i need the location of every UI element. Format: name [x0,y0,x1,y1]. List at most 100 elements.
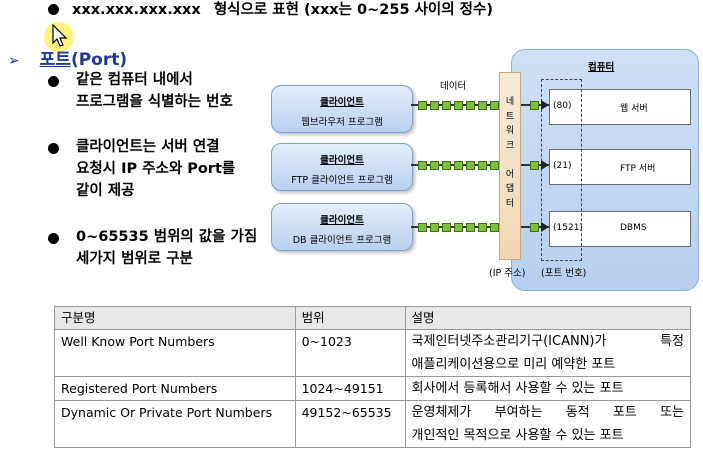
port-range-table: 구분명 범위 설명 Well Know Port Numbers 0~1023 … [54,306,692,448]
bullet-line: 0~65535 범위의 값을 가짐 [76,229,258,245]
port-description: 국제인터넷주소관리기구(ICANN)가 특정 애플리케이션용으로 미리 예약한 … [404,329,692,377]
adapter-char: 네 [505,97,515,107]
port-range: 0~1023 [294,329,406,377]
port-class-name: Registered Port Numbers [54,376,296,401]
port-range: 1024~49151 [294,376,406,401]
bullet-line: 세가지 범위로 구분 [76,251,193,267]
adapter-char: 크 [505,140,515,151]
server-dbms: (1521) DBMS [549,211,691,247]
client-box-web: 클라이언트 웹브라우저 프로그램 [271,85,413,133]
packet-icon [466,223,475,232]
server-name: DBMS [620,223,647,233]
packet-icon [430,101,439,110]
adapter-char: 댑 [505,184,515,194]
packet-icon [454,161,463,170]
packet-icon [490,101,499,110]
desc-line: 애플리케이션용으로 미리 예약한 포트 [411,357,616,372]
bullet-1: 같은 컴퓨터 내에서 프로그램을 식별하는 번호 [76,69,233,113]
packet-icon [418,223,427,232]
network-adapter: 네 트 워 크 어 댑 터 [499,72,521,260]
bullet-dot [48,76,59,87]
ip-format-line: xxx.xxx.xxx.xxx 형식으로 표현 (xxx는 0~255 사이의 … [72,0,493,21]
header-name: 구분명 [54,306,296,330]
port-description: 회사에서 등록해서 사용할 수 있는 포트 [404,376,692,401]
desc-line: 운영체제가 부여하는 동적 포트 또는 [411,405,684,420]
packet-icon [530,223,539,232]
data-label: 데이터 [440,81,467,92]
mouse-cursor-icon [52,24,68,47]
client-program: DB 클라이언트 프로그램 [292,235,392,246]
packet-icon [442,101,451,110]
client-program: 웹브라우저 프로그램 [301,117,383,128]
packet-icon [454,223,463,232]
ip-address-label: (IP 주소) [489,268,526,279]
packet-icon [490,223,499,232]
port-class-name: Dynamic Or Private Port Numbers [54,400,296,448]
header-desc: 설명 [404,306,692,330]
port-heading: ➢ 포트(Port) [8,45,127,70]
port-number-label: (포트 번호) [541,268,587,279]
client-box-db: 클라이언트 DB 클라이언트 프로그램 [271,203,413,251]
packet-icon [418,101,427,110]
heading-kor: 포트 [39,50,71,70]
computer-label: 컴퓨터 [588,62,615,73]
port-class-name: Well Know Port Numbers [54,329,296,377]
adapter-char: 터 [505,198,515,209]
client-title: 클라이언트 [320,215,364,226]
bullet-dot [48,4,59,15]
header-range: 범위 [294,306,406,330]
table-row: Well Know Port Numbers 0~1023 국제인터넷주소관리기… [54,329,692,377]
server-name: 웹 서버 [620,104,648,114]
bullet-line: 요청시 IP 주소와 Port를 [76,161,236,177]
bullet-line: 같은 컴퓨터 내에서 [76,72,193,88]
packet-icon [478,223,487,232]
ip-format-desc: 형식으로 표현 (xxx는 0~255 사이의 정수) [213,2,493,18]
adapter-char [500,153,520,168]
arrow-icon [541,100,549,110]
bullet-line: 같이 제공 [76,183,135,199]
bullet-dot [48,143,59,154]
heading-arrow-icon: ➢ [8,53,20,69]
table-header-row: 구분명 범위 설명 [54,306,692,330]
packet-icon [530,161,539,170]
client-box-ftp: 클라이언트 FTP 클라이언트 프로그램 [271,143,413,191]
bullet-3: 0~65535 범위의 값을 가짐 세가지 범위로 구분 [76,226,257,270]
adapter-char: 워 [505,126,515,136]
port-number: (21) [553,161,572,171]
port-description: 운영체제가 부여하는 동적 포트 또는 개인적인 목적으로 사용할 수 있는 포… [404,400,692,448]
table-row: Registered Port Numbers 1024~49151 회사에서 … [54,376,692,401]
packet-icon [430,223,439,232]
port-range: 49152~65535 [294,400,406,448]
bullet-line: 프로그램을 식별하는 번호 [76,94,233,110]
bullet-line: 클라이언트는 서버 연결 [76,139,220,155]
server-web: (80) 웹 서버 [549,89,691,125]
packet-icon [466,101,475,110]
packet-icon [466,161,475,170]
desc-line: 개인적인 목적으로 사용할 수 있는 포트 [411,428,624,443]
port-number: (80) [553,101,572,111]
desc-line: 회사에서 등록해서 사용할 수 있는 포트 [411,381,624,396]
client-title: 클라이언트 [320,155,364,166]
arrow-icon [541,160,549,170]
heading-eng: (Port) [70,50,128,70]
packet-icon [530,101,539,110]
port-dashed-box [541,79,582,261]
packet-icon [478,101,487,110]
adapter-char: 트 [505,111,515,122]
client-title: 클라이언트 [320,97,364,108]
packet-icon [430,161,439,170]
table-row: Dynamic Or Private Port Numbers 49152~65… [54,400,692,448]
arrow-icon [541,222,549,232]
packet-icon [442,223,451,232]
server-ftp: (21) FTP 서버 [549,149,691,185]
packet-icon [418,161,427,170]
bullet-dot [48,233,59,244]
ip-format-pattern: xxx.xxx.xxx.xxx [72,2,201,18]
packet-icon [490,161,499,170]
desc-line: 국제인터넷주소관리기구(ICANN)가 특정 [411,334,684,349]
client-program: FTP 클라이언트 프로그램 [291,175,393,186]
bullet-2: 클라이언트는 서버 연결 요청시 IP 주소와 Port를 같이 제공 [76,136,235,202]
packet-icon [478,161,487,170]
packet-icon [442,161,451,170]
port-number: (1521) [553,223,583,233]
